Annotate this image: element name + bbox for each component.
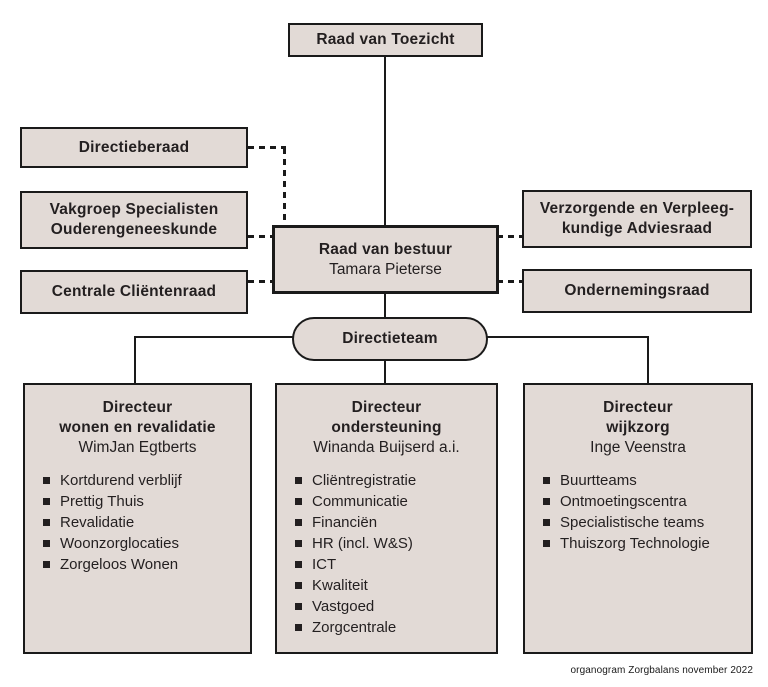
- connector-dashed-adviesraad: [497, 235, 524, 238]
- list-item: Prettig Thuis: [43, 491, 250, 512]
- connector-dashed-ondernemingsraad: [497, 280, 524, 283]
- box-vakgroep-specialisten: Vakgroep Specialisten Ouderengeneeskunde: [20, 191, 248, 249]
- director3-title-line2: wijkzorg: [606, 419, 670, 436]
- directieteam-label: Directieteam: [342, 330, 438, 347]
- director2-title-line2: ondersteuning: [331, 419, 442, 436]
- list-item: Woonzorglocaties: [43, 533, 250, 554]
- ondernemingsraad-label: Ondernemingsraad: [564, 282, 710, 299]
- box-raad-van-toezicht: Raad van Toezicht: [288, 23, 483, 57]
- director3-list: Buurtteams Ontmoetingscentra Specialisti…: [525, 470, 751, 554]
- connector-dashed-directieberaad: [248, 146, 286, 149]
- connector-toezicht-bestuur: [384, 57, 386, 225]
- director2-list: Cliëntregistratie Communicatie Financiën…: [277, 470, 496, 638]
- box-directeur-wijkzorg: Directeur wijkzorg Inge Veenstra Buurtte…: [523, 383, 753, 654]
- adviesraad-label-line1: Verzorgende en Verpleeg-: [539, 200, 735, 217]
- connector-dashed-directieberaad-down: [283, 148, 286, 225]
- director3-title-line1: Directeur: [603, 399, 673, 416]
- adviesraad-label-line2: kundige Adviesraad: [561, 220, 713, 237]
- director1-title-line1: Directeur: [102, 399, 173, 416]
- list-item: HR (incl. W&S): [295, 533, 496, 554]
- director3-header: Directeur wijkzorg Inge Veenstra: [590, 398, 686, 458]
- pill-directieteam: Directieteam: [292, 317, 488, 361]
- box-centrale-clientenraad: Centrale Cliëntenraad: [20, 270, 248, 314]
- list-item: Zorgcentrale: [295, 617, 496, 638]
- list-item: Cliëntregistratie: [295, 470, 496, 491]
- director2-title-line1: Directeur: [351, 399, 422, 416]
- box-directieberaad: Directieberaad: [20, 127, 248, 168]
- director2-name: Winanda Buijserd a.i.: [313, 439, 460, 456]
- director1-header: Directeur wonen en revalidatie WimJan Eg…: [59, 398, 215, 458]
- box-raad-van-bestuur: Raad van bestuur Tamara Pieterse: [272, 225, 499, 294]
- box-adviesraad: Verzorgende en Verpleeg- kundige Adviesr…: [522, 190, 752, 248]
- director1-name: WimJan Egtberts: [78, 439, 197, 456]
- raad-van-bestuur-name: Tamara Pieterse: [329, 260, 442, 278]
- list-item: Financiën: [295, 512, 496, 533]
- list-item: Ontmoetingscentra: [543, 491, 751, 512]
- connector-bestuur-directieteam: [384, 294, 386, 317]
- connector-branch-right-horizontal: [487, 336, 649, 338]
- director3-name: Inge Veenstra: [590, 439, 686, 456]
- vakgroep-label-line1: Vakgroep Specialisten: [49, 201, 219, 218]
- list-item: Buurtteams: [543, 470, 751, 491]
- list-item: ICT: [295, 554, 496, 575]
- list-item: Kwaliteit: [295, 575, 496, 596]
- connector-dashed-vakgroep: [248, 235, 274, 238]
- list-item: Revalidatie: [43, 512, 250, 533]
- director2-header: Directeur ondersteuning Winanda Buijserd…: [313, 398, 459, 458]
- footer-caption: organogram Zorgbalans november 2022: [570, 665, 753, 676]
- box-directeur-ondersteuning: Directeur ondersteuning Winanda Buijserd…: [275, 383, 498, 654]
- box-ondernemingsraad: Ondernemingsraad: [522, 269, 752, 313]
- centrale-clientenraad-label: Centrale Cliëntenraad: [51, 283, 217, 300]
- list-item: Specialistische teams: [543, 512, 751, 533]
- list-item: Thuiszorg Technologie: [543, 533, 751, 554]
- connector-branch-left-vertical: [134, 336, 136, 383]
- list-item: Zorgeloos Wonen: [43, 554, 250, 575]
- connector-directieteam-middle: [384, 361, 386, 383]
- box-directeur-wonen-revalidatie: Directeur wonen en revalidatie WimJan Eg…: [23, 383, 252, 654]
- connector-branch-left-horizontal: [134, 336, 293, 338]
- director1-list: Kortdurend verblijf Prettig Thuis Revali…: [25, 470, 250, 575]
- connector-dashed-clientenraad: [248, 280, 274, 283]
- director1-title-line2: wonen en revalidatie: [59, 419, 216, 436]
- list-item: Kortdurend verblijf: [43, 470, 250, 491]
- vakgroep-label-line2: Ouderengeneeskunde: [50, 221, 218, 238]
- raad-van-bestuur-title: Raad van bestuur: [318, 240, 453, 258]
- directieberaad-label: Directieberaad: [78, 138, 190, 156]
- connector-branch-right-vertical: [647, 336, 649, 383]
- raad-van-toezicht-label: Raad van Toezicht: [316, 31, 455, 48]
- list-item: Communicatie: [295, 491, 496, 512]
- list-item: Vastgoed: [295, 596, 496, 617]
